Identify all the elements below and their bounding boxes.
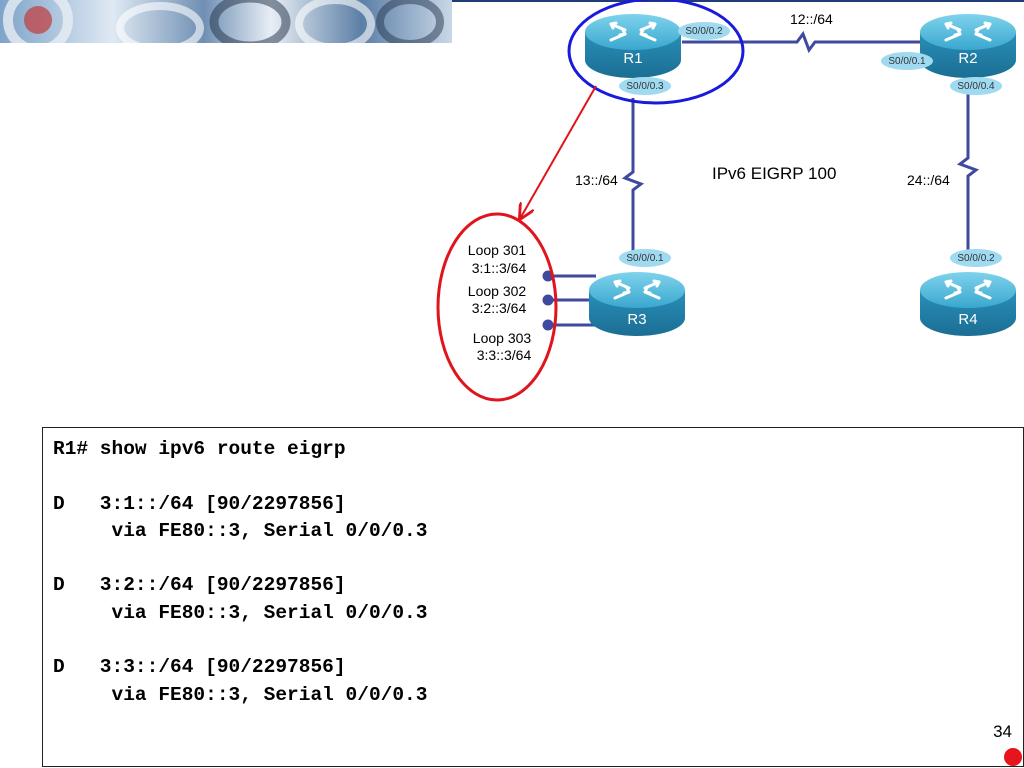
header-banner-image	[0, 0, 452, 43]
loopback-highlight-circle	[436, 212, 558, 402]
loopback-301-address: 3:1::3/64	[472, 260, 527, 276]
slide-number: 34	[993, 722, 1012, 741]
r1-highlight-circle	[567, 0, 745, 105]
router-r2	[918, 12, 1018, 80]
interface-r1-s0-0-0-3: S0/0/0.3	[626, 81, 664, 92]
link-label-r1-r2: 12::/64	[790, 11, 833, 27]
router-label-r1: R1	[623, 50, 642, 67]
router-label-r2: R2	[958, 50, 977, 67]
loopback-303-name: Loop 303	[473, 330, 532, 346]
link-label-r2-r4: 24::/64	[907, 172, 950, 188]
router-label-r3: R3	[627, 311, 646, 328]
cli-line	[53, 545, 427, 572]
network-topology-diagram: R1 R2 R3 R4 S0/0/0.2 S0/0/0.3 S0/0/0.1 S…	[436, 0, 1018, 402]
interface-r1-s0-0-0-2: S0/0/0.2	[685, 26, 723, 37]
cli-line: R1# show ipv6 route eigrp	[53, 438, 346, 460]
highlight-arrow	[521, 85, 597, 217]
router-label-r4: R4	[958, 311, 977, 328]
cli-line	[53, 627, 427, 654]
cli-output-box: R1# show ipv6 route eigrp D 3:1::/64 [90…	[42, 427, 1024, 767]
interface-r2-s0-0-0-1: S0/0/0.1	[888, 56, 926, 67]
loopback-302-address: 3:2::3/64	[472, 300, 527, 316]
loopback-302-name: Loop 302	[468, 283, 527, 299]
link-r1-r3	[621, 98, 645, 252]
link-label-r1-r3: 13::/64	[575, 172, 618, 188]
cli-line	[53, 463, 427, 490]
loopback-stubs	[542, 270, 596, 331]
router-r1	[583, 12, 683, 80]
link-r1-r2	[682, 30, 920, 54]
cli-line: D 3:3::/64 [90/2297856]	[53, 656, 346, 679]
cli-line: D 3:1::/64 [90/2297856]	[53, 492, 346, 515]
header-rule	[452, 0, 1024, 2]
cli-line: D 3:2::/64 [90/2297856]	[53, 574, 346, 597]
cli-line: via FE80::3, Serial 0/0/0.3	[53, 683, 428, 706]
loopback-303-address: 3:3::3/64	[477, 347, 532, 363]
eigrp-process-label: IPv6 EIGRP 100	[712, 164, 836, 183]
red-dot-decoration	[1004, 748, 1022, 766]
link-r2-r4	[956, 92, 980, 252]
loopback-301-name: Loop 301	[468, 242, 527, 258]
interface-r3-s0-0-0-1: S0/0/0.1	[626, 253, 664, 264]
cli-line: via FE80::3, Serial 0/0/0.3	[53, 601, 428, 624]
interface-r4-s0-0-0-2: S0/0/0.2	[957, 253, 995, 264]
cli-line: via FE80::3, Serial 0/0/0.3	[53, 519, 428, 542]
interface-r2-s0-0-0-4: S0/0/0.4	[957, 81, 995, 92]
cli-output: R1# show ipv6 route eigrp D 3:1::/64 [90…	[53, 436, 427, 709]
